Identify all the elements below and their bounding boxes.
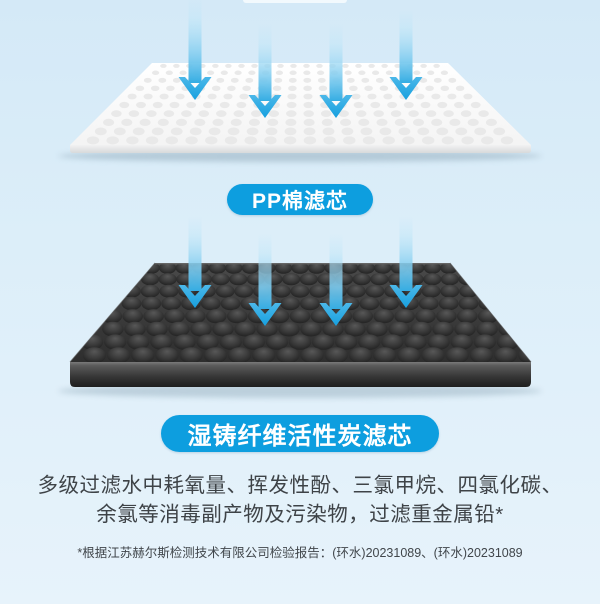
previous-section-card-edge — [243, 0, 347, 3]
description-line-1: 多级过滤水中耗氧量、挥发性酚、三氯甲烷、四氯化碳、 — [37, 474, 563, 497]
down-arrow-icon — [319, 24, 353, 118]
down-arrow-icon — [248, 24, 282, 118]
down-arrow-icon — [319, 234, 353, 326]
description-line-2: 余氯等消毒副产物及污染物，过滤重金属铅* — [96, 503, 504, 526]
down-arrow-icon — [389, 216, 423, 308]
activated-carbon-filter-label-pill: 湿铸纤维活性炭滤芯 — [161, 415, 439, 452]
pp-cotton-filter-sheet — [70, 63, 531, 145]
carbon-sheet-edge — [70, 362, 531, 387]
black-sheet-shadow — [58, 384, 542, 398]
activated-carbon-filter-sheet — [69, 262, 532, 363]
pp-cotton-filter-label-pill: PP棉滤芯 — [227, 184, 373, 215]
down-arrow-icon — [178, 216, 212, 308]
test-report-footnote: *根据江苏赫尔斯检测技术有限公司检验报告：(环水)20231089、(环水)20… — [77, 546, 523, 560]
down-arrow-icon — [248, 234, 282, 326]
down-arrow-icon — [389, 8, 423, 100]
filter-description-text: 多级过滤水中耗氧量、挥发性酚、三氯甲烷、四氯化碳、 余氯等消毒副产物及污染物，过… — [0, 471, 600, 529]
pp-cotton-sheet-edge — [70, 145, 531, 153]
down-arrow-icon — [178, 0, 212, 100]
